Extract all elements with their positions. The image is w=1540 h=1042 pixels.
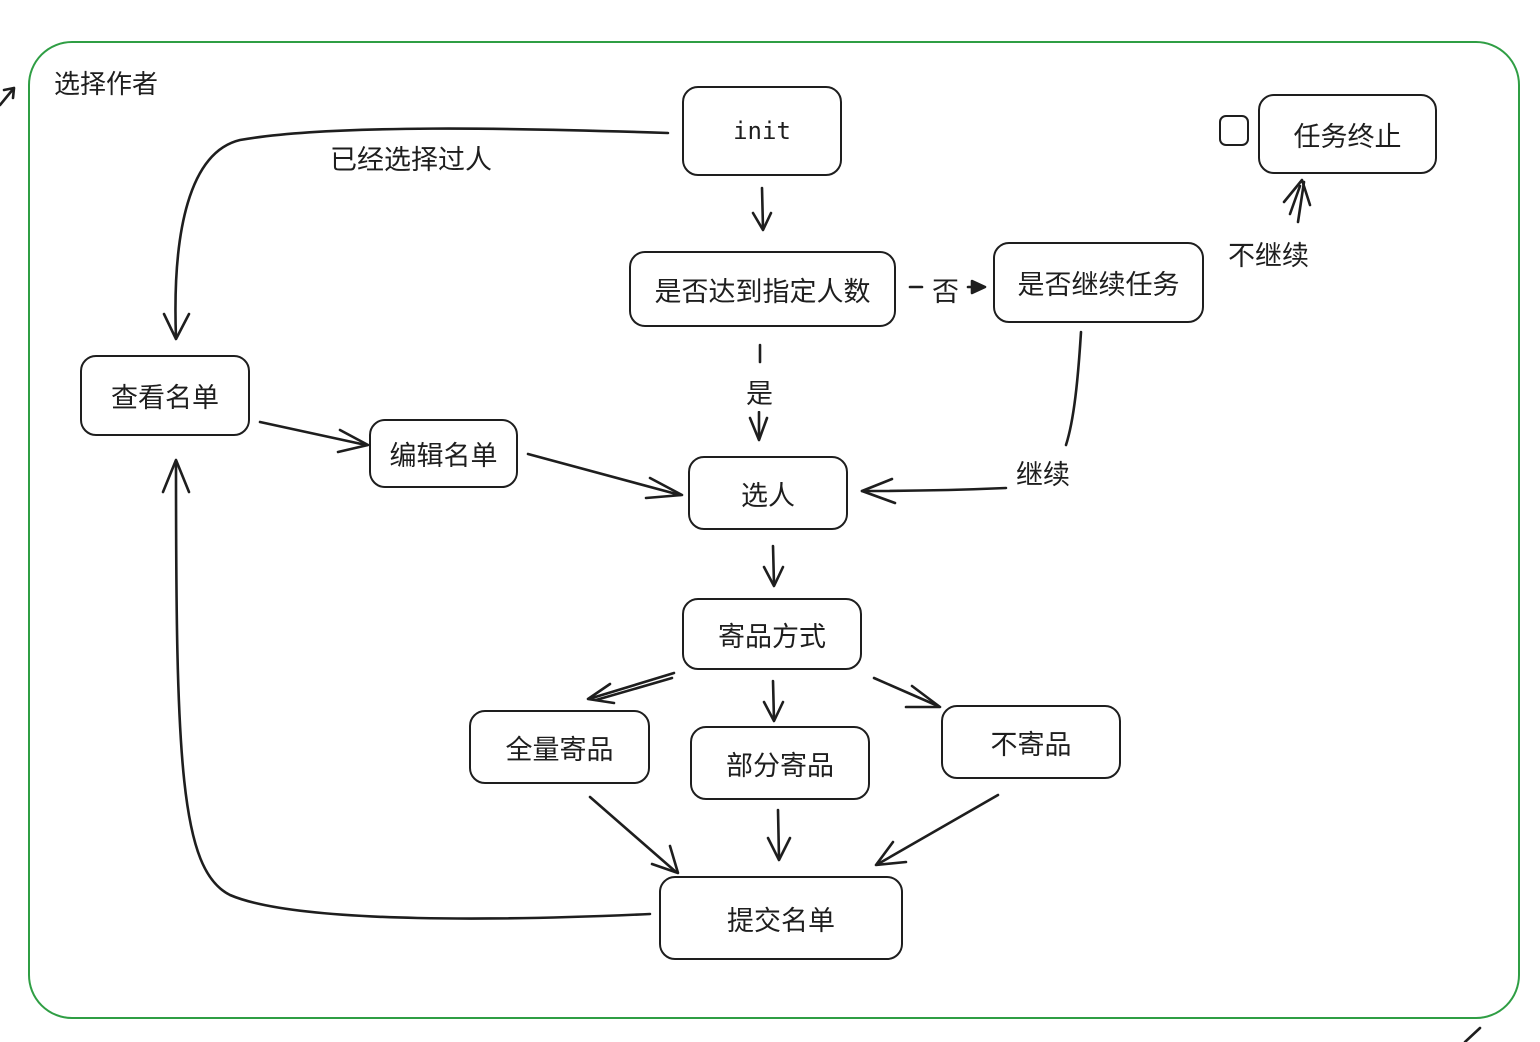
arrowhead-continue-to-pick <box>860 477 897 505</box>
arrowhead-edit-to-pick <box>644 476 684 500</box>
arrowhead-mode-to-full <box>586 682 616 705</box>
arrow-continue-to-stop <box>1288 180 1306 224</box>
frame-title: 选择作者 <box>54 70 159 100</box>
arrowhead-mode-to-partial <box>762 700 785 723</box>
frame-container <box>28 41 1520 1019</box>
arrow-mode-to-none <box>872 676 940 708</box>
arrow-edit-to-pick <box>526 452 682 497</box>
arrowhead-submit-to-view <box>161 458 191 494</box>
checkbox-icon[interactable] <box>1219 115 1249 146</box>
arrowhead-view-to-edit <box>336 428 370 454</box>
arrowhead-reach-to-pick <box>748 416 769 442</box>
node-send-mode[interactable]: 寄品方式 <box>682 598 862 670</box>
corner-mark-top-left <box>0 86 16 107</box>
node-edit-list[interactable]: 编辑名单 <box>369 419 518 488</box>
arrowhead-pick-to-mode <box>762 565 785 588</box>
edge-label-continue: 继续 <box>1014 453 1072 492</box>
arrow-none-to-submit <box>876 793 1000 866</box>
edge-label-not-continue: 不继续 <box>1226 234 1311 273</box>
edge-label-yes: 是 <box>744 372 775 411</box>
arrowhead-init-to-view-list <box>162 312 191 341</box>
node-submit-list[interactable]: 提交名单 <box>659 876 903 960</box>
arrowhead-full-to-submit <box>650 844 680 875</box>
arrow-init-to-view-list <box>174 127 670 340</box>
node-view-list[interactable]: 查看名单 <box>80 355 250 436</box>
node-no-send[interactable]: 不寄品 <box>941 705 1121 779</box>
arrow-mode-to-partial <box>771 679 776 722</box>
arrow-full-to-submit <box>588 795 678 874</box>
arrow-view-to-edit <box>258 420 368 447</box>
arrowhead-init-to-reach-limit <box>751 211 773 232</box>
node-continue-task[interactable]: 是否继续任务 <box>993 242 1204 323</box>
edge-label-already-selected: 已经选择过人 <box>328 138 494 177</box>
arrowhead-mode-to-none <box>904 684 942 709</box>
arrow-partial-to-submit <box>776 808 781 860</box>
edge-label-no: 否 <box>930 270 961 309</box>
node-pick-person[interactable]: 选人 <box>688 456 848 530</box>
arrow-init-to-reach-limit <box>760 186 765 230</box>
arrow-mode-to-full <box>590 671 676 702</box>
node-task-stop[interactable]: 任务终止 <box>1258 94 1437 174</box>
node-reach-limit[interactable]: 是否达到指定人数 <box>629 251 896 327</box>
arrowhead-partial-to-submit <box>766 836 792 862</box>
arrowhead-reach-to-continue <box>970 279 987 295</box>
node-full-send[interactable]: 全量寄品 <box>469 710 650 784</box>
corner-mark-bottom-right <box>1463 1026 1482 1042</box>
arrow-continue-to-pick <box>860 330 1083 493</box>
arrow-submit-to-view <box>174 460 652 920</box>
arrowhead-continue-to-stop <box>1282 178 1312 207</box>
arrow-pick-to-mode <box>771 544 776 586</box>
node-partial-send[interactable]: 部分寄品 <box>690 726 870 800</box>
arrowhead-none-to-submit <box>874 840 908 867</box>
node-init[interactable]: init <box>682 86 842 176</box>
